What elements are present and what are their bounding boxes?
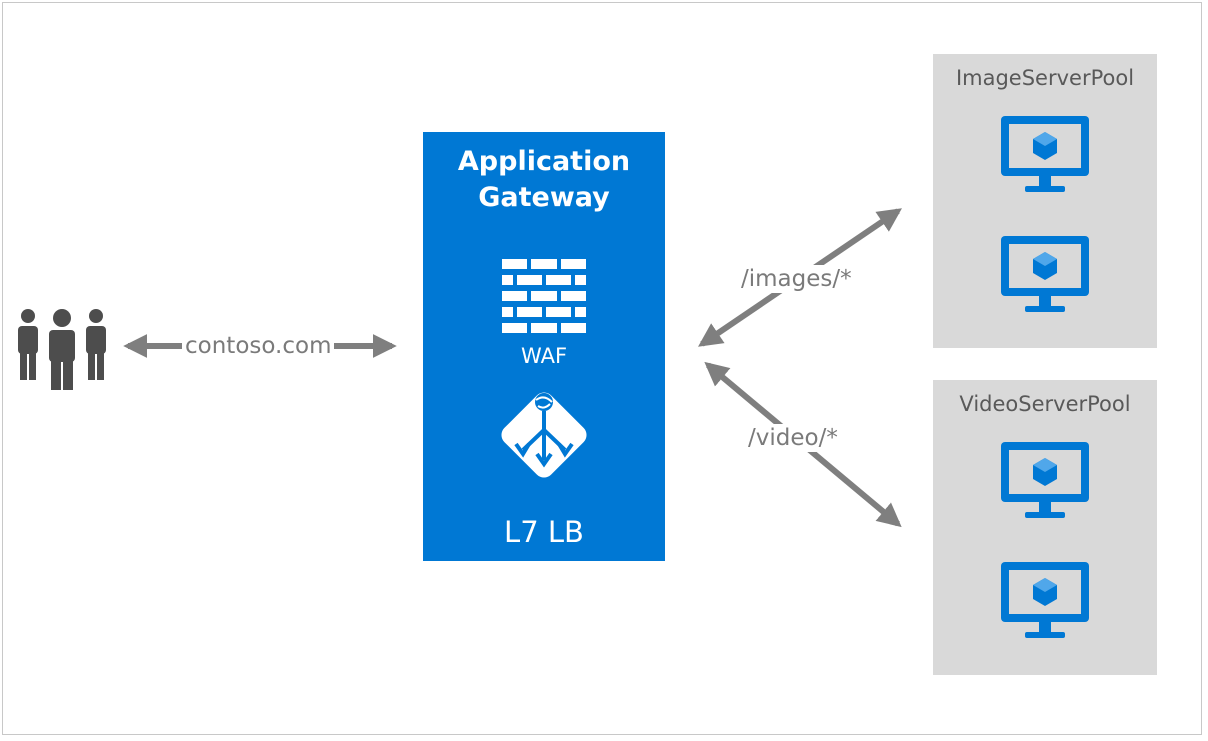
image-server-pool: ImageServerPool (933, 54, 1157, 348)
virtual-machine-icon (1001, 236, 1089, 312)
virtual-machine-icon (1001, 562, 1089, 638)
virtual-machine-icon (1001, 116, 1089, 192)
waf-label: WAF (520, 344, 568, 368)
l7-lb-label: L7 LB (504, 515, 584, 549)
load-balancer-icon (501, 392, 587, 478)
video-server-pool: VideoServerPool (933, 380, 1157, 675)
gateway-title-line2: Gateway (478, 182, 610, 213)
image-pool-title: ImageServerPool (955, 66, 1135, 90)
virtual-machine-icon (1001, 442, 1089, 518)
video-route-label: /video/* (744, 424, 842, 452)
domain-label: contoso.com (182, 332, 335, 360)
video-pool-title: VideoServerPool (959, 392, 1131, 416)
images-route-label: /images/* (737, 265, 856, 293)
users-icon (18, 309, 106, 390)
application-gateway-box: Application Gateway WAF (423, 132, 665, 561)
gateway-title: Application Gateway (423, 144, 665, 216)
gateway-title-line1: Application (457, 146, 631, 177)
firewall-icon (502, 259, 586, 333)
